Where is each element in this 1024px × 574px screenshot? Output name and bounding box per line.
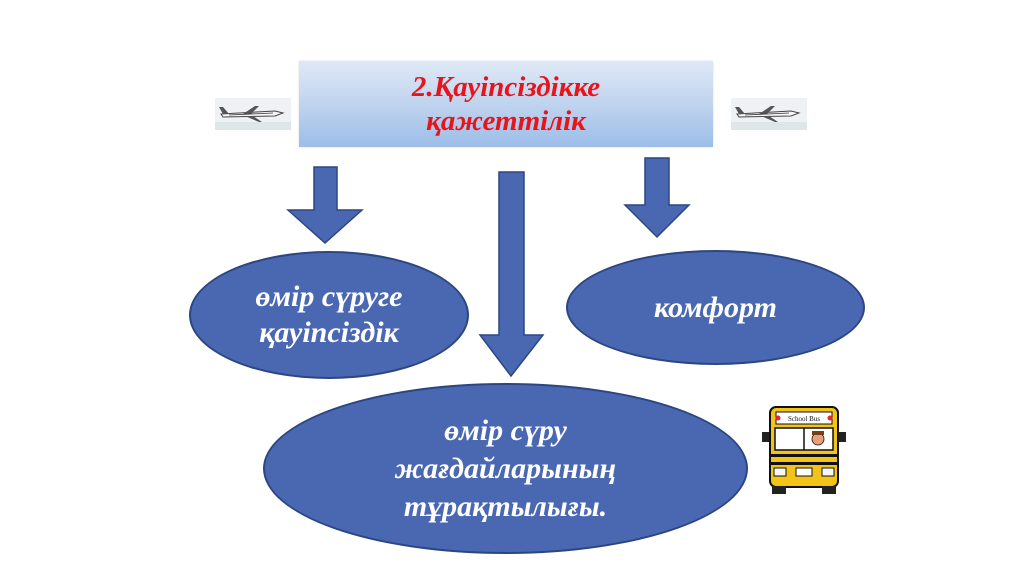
node-bottom-line-3: тұрақтылығы. [403, 489, 608, 523]
arrow-right [623, 157, 691, 239]
node-right-label: комфорт [654, 290, 777, 324]
title-box: 2.Қауіпсіздікке қажеттілік [299, 61, 713, 147]
title-line-1: 2.Қауіпсіздікке [411, 71, 601, 103]
arrow-center [478, 171, 545, 378]
node-life-safety: өмір сүруге қауіпсіздік [189, 251, 469, 379]
node-bottom-line-2: жағдайларының [394, 451, 617, 485]
title-text: 2.Қауіпсіздікке қажеттілік [412, 70, 600, 138]
airplane-left-icon [215, 98, 291, 130]
node-bottom-line-1: өмір сүру [444, 413, 567, 447]
title-line-2: қажеттілік [426, 105, 586, 137]
arrow-left [286, 166, 364, 245]
airplane-right-icon [731, 98, 807, 130]
school-bus-icon: School Bus [762, 406, 846, 494]
bus-sign-text: School Bus [788, 415, 820, 423]
node-comfort: комфорт [566, 250, 865, 365]
node-left-line-2: қауіпсіздік [259, 316, 399, 349]
node-left-line-1: өмір сүруге [255, 280, 403, 313]
node-living-conditions-stability: өмір сүру жағдайларының тұрақтылығы. [263, 383, 748, 554]
